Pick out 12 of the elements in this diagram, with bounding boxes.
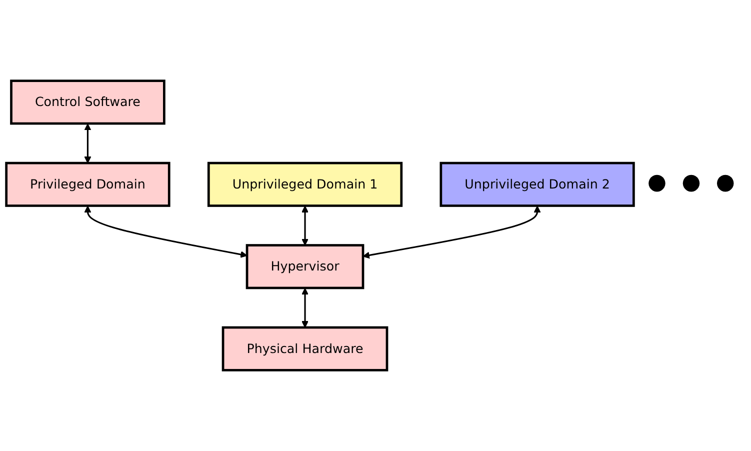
ellipsis-mark: ● ● ● [647,170,739,195]
arrow [302,206,308,246]
node-box: Unprivileged Domain 2 [440,162,635,207]
node-box: Control Software [10,80,166,125]
arrow [84,124,92,164]
arrow [84,206,248,258]
arrow [362,206,541,259]
node-box: Hypervisor [246,244,364,290]
node-box: Privileged Domain [5,162,170,207]
node-box: Physical Hardware [222,326,388,372]
arrow [302,288,308,328]
node-box: Unprivileged Domain 1 [207,162,403,207]
